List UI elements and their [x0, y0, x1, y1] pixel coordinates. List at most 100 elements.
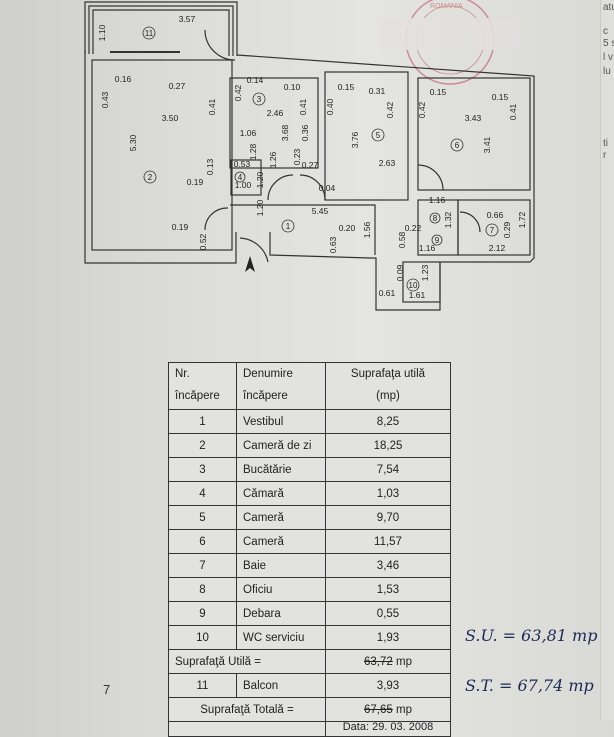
dimension: 3.76 — [350, 131, 360, 148]
room-nr: 11 — [168, 673, 237, 698]
room-number: 4 — [238, 173, 243, 182]
dimension: 0.36 — [300, 124, 310, 141]
room-nr: 9 — [168, 601, 237, 626]
dimension: 1.10 — [97, 24, 107, 41]
header-nr-2: încăpere — [175, 390, 220, 402]
room-number: 9 — [435, 236, 440, 245]
header-nr: Nr. — [175, 368, 190, 380]
useful-total-label: Suprafaţă Utilă = — [168, 649, 326, 674]
adjacent-page-edge: atu c 5 s l v lu ti r — [600, 0, 614, 720]
header-name: Denumire — [243, 368, 293, 380]
grand-total-row: Suprafaţă Totală = 67,65 mp — [168, 697, 451, 722]
room-name: Bucătărie — [236, 457, 326, 482]
room-number: 2 — [148, 173, 153, 182]
room-number: 11 — [145, 29, 154, 38]
dimension: 2.46 — [267, 108, 284, 118]
room-area: 8,25 — [325, 409, 451, 434]
dimension: 1.56 — [362, 221, 372, 238]
dimension: 0.15 — [492, 92, 509, 102]
room-number: 8 — [433, 214, 438, 223]
room-nr: 3 — [168, 457, 237, 482]
dimension: 0.04 — [319, 183, 336, 193]
dimension: 1.00 — [235, 180, 252, 190]
dimension: 0.27 — [169, 81, 186, 91]
unit: mp — [396, 655, 412, 668]
table-header: Nr. încăpere Denumire încăpere Suprafaţa u… — [168, 362, 451, 410]
room-area: 1,53 — [325, 577, 451, 602]
dimension: 1.32 — [443, 211, 453, 228]
room-name: Cameră de zi — [236, 433, 326, 458]
header-name-2: încăpere — [243, 390, 288, 402]
dimension: 0.66 — [487, 210, 504, 220]
dimension: 0.19 — [172, 222, 189, 232]
room-name: WC serviciu — [236, 625, 326, 650]
edge-text: ti — [603, 138, 608, 149]
room-name: Oficiu — [236, 577, 326, 602]
dimension: 0.42 — [385, 101, 395, 118]
dimension: 0.41 — [298, 98, 308, 115]
room-area: 3,46 — [325, 553, 451, 578]
room-number: 1 — [286, 222, 291, 231]
room-number: 10 — [409, 281, 418, 290]
room-number: 6 — [455, 141, 460, 150]
dimension: 3.68 — [280, 124, 290, 141]
room-nr: 7 — [168, 553, 237, 578]
dimension: 3.41 — [482, 136, 492, 153]
room-area: 11,57 — [325, 529, 451, 554]
dimension: 0.61 — [379, 288, 396, 298]
handwritten-total-area: S.T. = 67,74 mp — [465, 676, 594, 695]
north-arrow — [245, 256, 255, 272]
grand-total-label: Suprafaţă Totală = — [168, 697, 326, 722]
dimension: 0.19 — [187, 177, 204, 187]
dimension: 0.43 — [100, 91, 110, 108]
dimension: 5.45 — [312, 206, 329, 216]
room-area: 7,54 — [325, 457, 451, 482]
handwritten-useful-area: S.U. = 63,81 mp — [465, 626, 598, 645]
edge-text: c — [603, 26, 608, 37]
edge-text: l v — [603, 52, 613, 63]
edge-text: 5 s — [603, 38, 614, 49]
dimension: 0.53 — [234, 159, 251, 169]
room-area: 1,93 — [325, 625, 451, 650]
room-nr: 2 — [168, 433, 237, 458]
room-number: 7 — [490, 226, 495, 235]
dimension: 1.28 — [248, 143, 258, 160]
dimension: 0.10 — [284, 82, 301, 92]
dimension: 0.31 — [369, 86, 386, 96]
room-area: 0,55 — [325, 601, 451, 626]
room-nr: 1 — [168, 409, 237, 434]
room-number: 3 — [257, 95, 262, 104]
document-date: Data: 29. 03. 2008 — [325, 721, 451, 737]
room-area: 9,70 — [325, 505, 451, 530]
dimension: 1.20 — [255, 199, 265, 216]
room-area-table: Nr. încăpere Denumire încăpere Suprafaţa u… — [168, 362, 451, 737]
official-stamp: ROMANIA — [380, 0, 520, 85]
dimension: 5.30 — [128, 134, 138, 151]
room-name: Vestibul — [236, 409, 326, 434]
header-area: Suprafaţa utilă — [350, 368, 426, 380]
dimension: 0.22 — [405, 223, 422, 233]
dimension: 0.15 — [338, 82, 355, 92]
stamp-text: ROMANIA — [430, 3, 463, 10]
table-row: 11 Balcon 3,93 — [168, 673, 451, 698]
dimension: 1.20 — [255, 171, 265, 188]
room-nr: 6 — [168, 529, 237, 554]
edge-text: atu — [603, 2, 614, 13]
room-name: Cămară — [236, 481, 326, 506]
room-name: Debara — [236, 601, 326, 626]
useful-total-value: 63,72 — [364, 655, 393, 668]
dimension: 0.29 — [502, 221, 512, 238]
room-nr: 10 — [168, 625, 237, 650]
dimension: 0.23 — [292, 148, 302, 165]
walls — [84, 1, 535, 311]
useful-total-row: Suprafaţă Utilă = 63,72 mp — [168, 649, 451, 674]
room-nr: 4 — [168, 481, 237, 506]
dimension: 0.20 — [339, 223, 356, 233]
